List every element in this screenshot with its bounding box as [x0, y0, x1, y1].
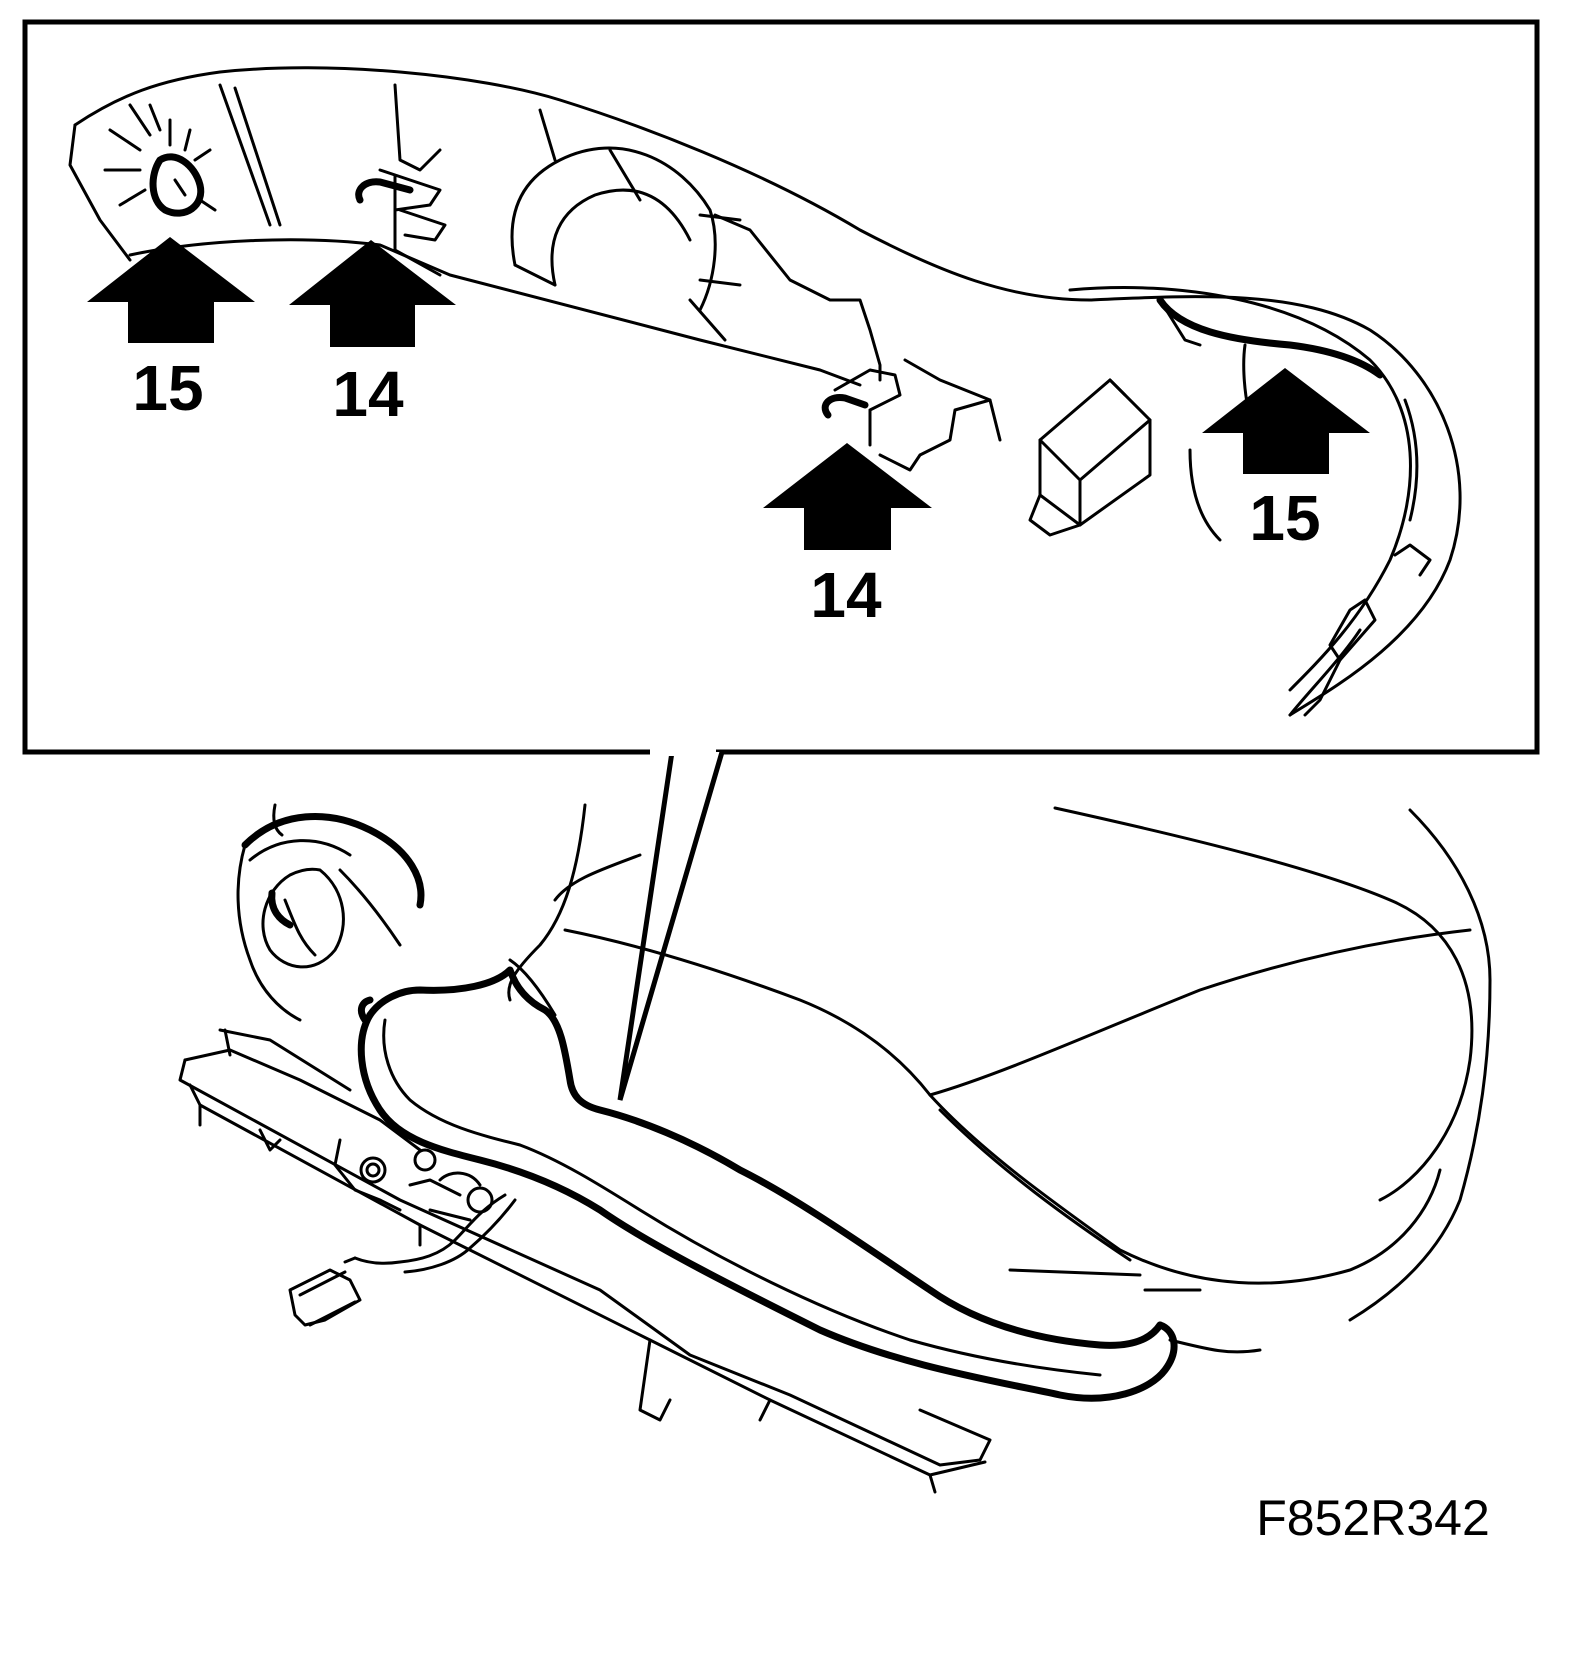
seat-assembly — [178, 803, 1492, 1494]
figure-id-label: F852R342 — [1256, 1490, 1490, 1546]
callout-label-14-left: 14 — [332, 358, 404, 430]
callout-arrow-14-left: 14 — [289, 240, 456, 430]
callout-arrow-14-center: 14 — [763, 443, 932, 631]
callout-label-15-left: 15 — [132, 352, 203, 424]
callout-arrow-15-left: 15 — [87, 237, 255, 424]
detail-inset-frame — [22, 19, 1540, 755]
callout-arrow-15-right: 15 — [1202, 368, 1370, 554]
detail-leader-lines — [617, 746, 725, 1101]
callout-label-15-right: 15 — [1249, 482, 1320, 554]
callout-label-14-center: 14 — [810, 559, 882, 631]
